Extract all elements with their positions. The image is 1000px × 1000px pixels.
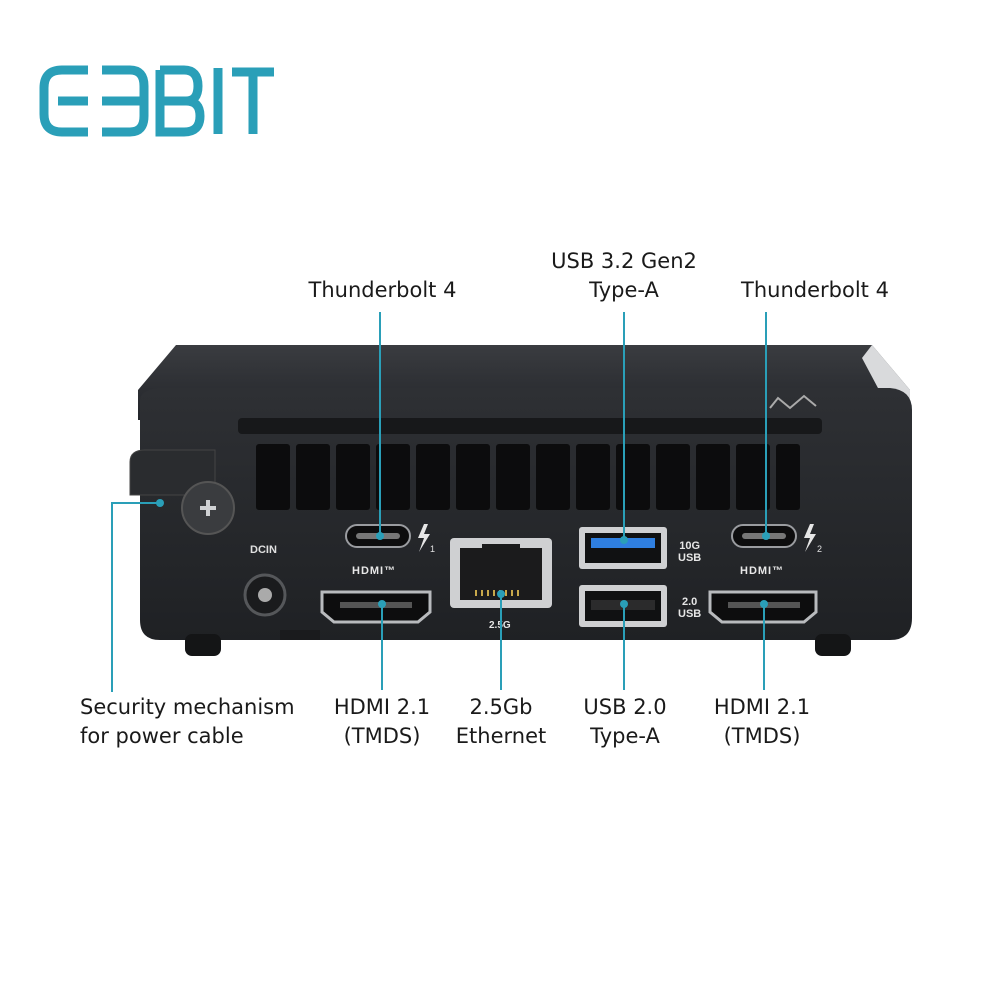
tb-port-number-1: 1: [430, 544, 436, 554]
hdmi-logo-right: HDMI™: [740, 565, 785, 577]
ethernet-label: 2.5Gb Ethernet: [455, 695, 547, 748]
usb20-label: USB 2.0 Type-A: [583, 695, 667, 748]
security-label: Security mechanism for power cable: [80, 695, 295, 748]
brand-logo: [39, 65, 274, 137]
vent-slots: [256, 444, 800, 510]
hdmi-left-label: HDMI 2.1 (TMDS): [333, 695, 431, 748]
hdmi-right-label: HDMI 2.1 (TMDS): [713, 695, 811, 748]
usb-10g-marking: 10G USB: [678, 540, 702, 564]
usb32-label: USB 3.2 Gen2 Type-A: [551, 249, 697, 302]
tb-port-number-2: 2: [817, 544, 823, 554]
hdmi-logo-left: HDMI™: [352, 565, 397, 577]
usb-20-marking: 2.0 USB: [678, 596, 702, 620]
dcin-label: DCIN: [250, 544, 277, 556]
ethernet-speed-marking: 2.5G: [489, 620, 511, 631]
thunderbolt-2-icon: [804, 524, 816, 552]
thunderbolt-1-icon: [418, 524, 430, 552]
thunderbolt-left-label: Thunderbolt 4: [308, 278, 457, 302]
thunderbolt-right-label: Thunderbolt 4: [741, 278, 889, 302]
